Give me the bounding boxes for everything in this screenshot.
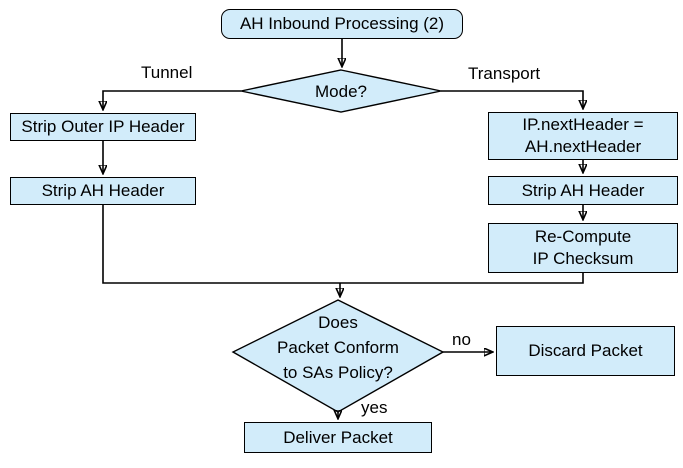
node-start: AH Inbound Processing (2) xyxy=(221,9,463,39)
policy-diamond-shape xyxy=(231,299,445,413)
edge-label-tunnel: Tunnel xyxy=(141,63,193,82)
edge-label-transport: Transport xyxy=(468,64,541,83)
node-deliver-packet: Deliver Packet xyxy=(244,422,432,453)
connector-mode-to-strip-outer xyxy=(103,90,241,109)
node-discard-packet: Discard Packet xyxy=(496,326,675,376)
edge-label-no: no xyxy=(452,330,471,349)
connector-mode-to-ipnextheader xyxy=(441,90,583,108)
node-strip-ah-header-tunnel: Strip AH Header xyxy=(10,177,196,205)
node-ip-nextheader-assign: IP.nextHeader = AH.nextHeader xyxy=(488,112,678,160)
connector-merge-branches xyxy=(102,205,584,284)
node-strip-outer-ip-header: Strip Outer IP Header xyxy=(10,113,196,141)
node-recompute-ip-checksum: Re-Compute IP Checksum xyxy=(488,223,678,273)
mode-diamond-shape xyxy=(240,69,442,113)
node-strip-ah-header-transport: Strip AH Header xyxy=(488,176,678,205)
edge-label-yes: yes xyxy=(361,398,388,417)
